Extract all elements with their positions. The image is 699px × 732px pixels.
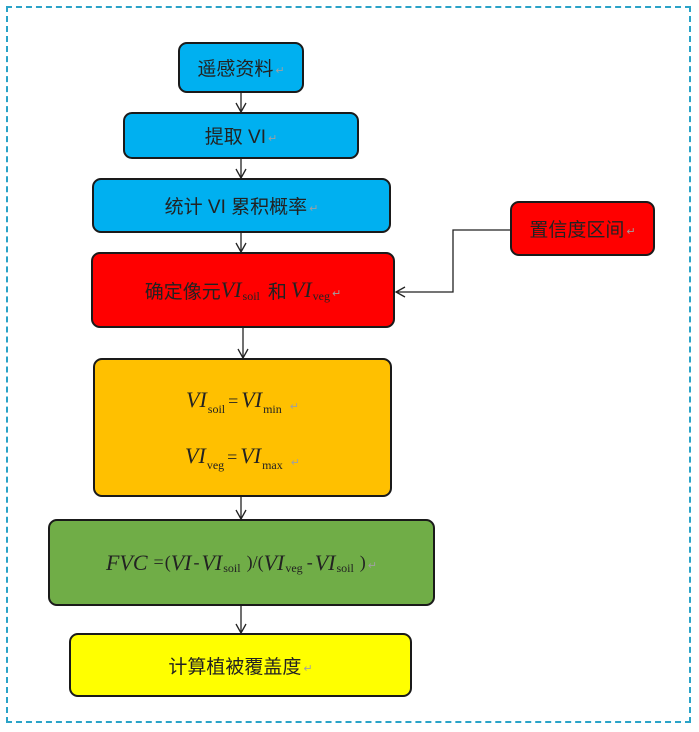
rhs-subscript: max	[262, 457, 283, 472]
veg-subscript: veg	[312, 288, 330, 303]
rhs-var: VI	[241, 386, 263, 412]
open-paren: (	[164, 552, 171, 572]
soil-subscript: soil	[336, 561, 354, 575]
close-paren: )	[359, 552, 366, 572]
node-confidence-interval-label: 置信度区间	[529, 220, 625, 241]
paragraph-mark: ↵	[290, 456, 300, 469]
rhs-var: VI	[240, 442, 262, 468]
vi-var: VI	[263, 549, 285, 575]
paragraph-mark: ↵	[289, 400, 299, 413]
conjunction: 和	[267, 281, 287, 303]
paragraph-mark: ↵	[309, 203, 319, 215]
veg-subscript: veg	[285, 561, 303, 575]
node-remote-sensing: 遥感资料↵	[178, 42, 304, 93]
vi-var: VI	[201, 549, 223, 575]
lhs-var: VI	[186, 386, 207, 412]
minus-sign: -	[193, 552, 200, 572]
paragraph-mark: ↵	[332, 287, 342, 300]
lhs-var: VI	[185, 442, 206, 468]
vi-var: VI	[290, 277, 312, 302]
vi-var: VI	[314, 549, 336, 575]
division-slash: /	[252, 552, 258, 572]
equals-sign: =	[228, 390, 239, 411]
node-remote-sensing-label: 遥感资料	[197, 59, 274, 80]
node-compute-fvc-label: 计算植被覆盖度	[168, 656, 302, 678]
paragraph-mark: ↵	[367, 560, 378, 572]
close-paren: )	[246, 552, 253, 572]
fvc-symbol: FVC	[105, 549, 148, 575]
paragraph-mark: ↵	[275, 65, 285, 77]
diagram-frame	[6, 6, 691, 723]
equals-sign: =	[227, 446, 238, 467]
node-cumulative-stats-label: 统计 VI 累积概率	[164, 197, 308, 218]
minus-sign: -	[306, 552, 313, 572]
vi-var: VI	[170, 549, 192, 575]
determine-label: 确定像元	[144, 281, 221, 303]
lhs-subscript: veg	[206, 457, 225, 472]
soil-subscript: soil	[223, 561, 241, 575]
node-extract-vi: 提取 VI↵	[123, 112, 359, 159]
equals-sign: =	[153, 552, 164, 572]
arrow-confidence	[394, 229, 510, 298]
paragraph-mark: ↵	[626, 226, 636, 238]
node-extract-vi-label: 提取 VI	[204, 127, 266, 148]
open-paren: (	[257, 552, 264, 572]
lhs-subscript: soil	[207, 401, 226, 416]
node-confidence-interval: 置信度区间↵	[510, 201, 655, 256]
soil-subscript: soil	[242, 288, 260, 303]
vi-var: VI	[220, 277, 242, 302]
paragraph-mark: ↵	[303, 662, 313, 675]
node-compute-fvc: 计算植被覆盖度↵	[69, 633, 412, 697]
node-cumulative-stats: 统计 VI 累积概率↵	[92, 178, 391, 233]
rhs-subscript: min	[263, 401, 282, 416]
paragraph-mark: ↵	[268, 133, 278, 145]
